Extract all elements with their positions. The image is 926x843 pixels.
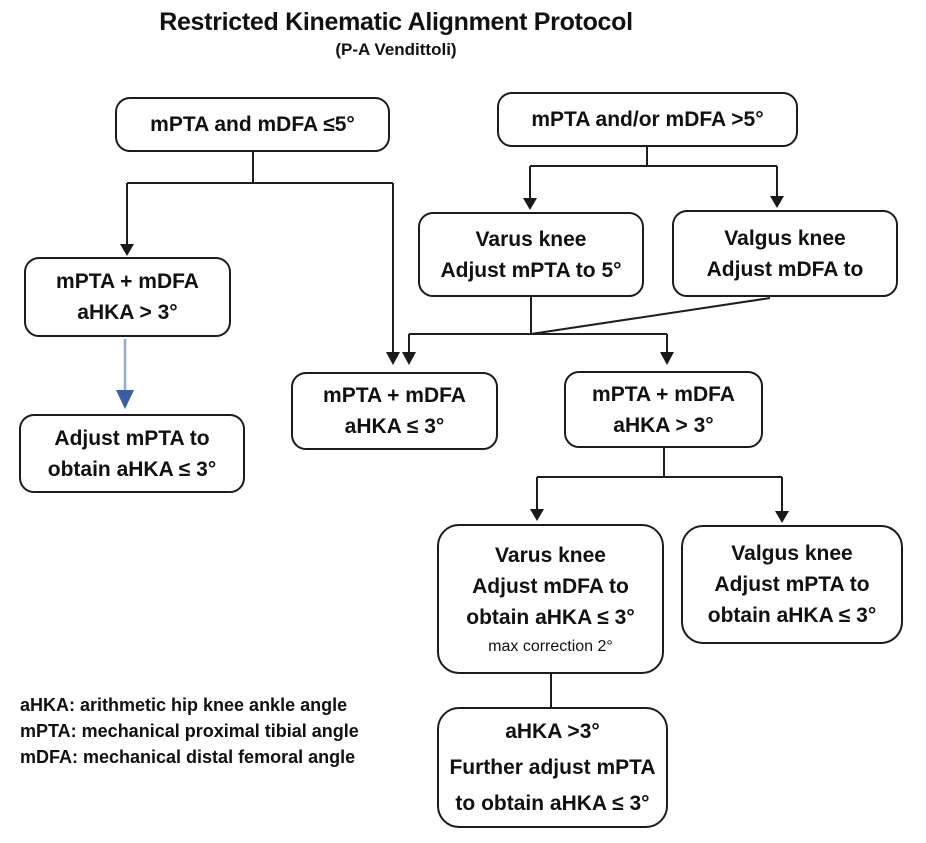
- node-ahka-le3-mid: mPTA + mDFA aHKA ≤ 3°: [291, 372, 498, 450]
- legend-line-mpta: mPTA: mechanical proximal tibial angle: [20, 721, 359, 741]
- page-title: Restricted Kinematic Alignment Protocol: [159, 8, 633, 36]
- node-text: aHKA >3°: [505, 719, 600, 743]
- node-mpta-and-mdfa-le5: mPTA and mDFA ≤5°: [115, 97, 390, 152]
- node-varus-knee-lower: Varus knee Adjust mDFA to obtain aHKA ≤ …: [437, 524, 664, 674]
- node-text: Adjust mPTA to 5°: [440, 258, 622, 282]
- node-text: mPTA + mDFA: [592, 382, 735, 406]
- title-block: Restricted Kinematic Alignment Protocol …: [0, 8, 792, 60]
- node-varus-knee-upper: Varus knee Adjust mPTA to 5°: [418, 212, 644, 297]
- blue-arrow: [116, 339, 134, 409]
- node-further-adjust-mpta: aHKA >3° Further adjust mPTA to obtain a…: [437, 707, 668, 828]
- connector-from-ahka-gt3-mid-box: [536, 448, 783, 512]
- node-text: Adjust mDFA to: [706, 257, 864, 281]
- node-text: aHKA > 3°: [613, 413, 714, 437]
- node-adjust-mpta-left: Adjust mPTA to obtain aHKA ≤ 3°: [19, 414, 245, 493]
- node-text: mPTA + mDFA: [56, 270, 199, 293]
- node-note: max correction 2°: [488, 638, 613, 655]
- node-ahka-gt3-mid: mPTA + mDFA aHKA > 3°: [564, 371, 763, 448]
- node-text: obtain aHKA ≤ 3°: [707, 604, 877, 627]
- node-text: obtain aHKA ≤ 3°: [47, 457, 217, 481]
- node-text: Varus knee: [495, 544, 606, 567]
- node-text: Adjust mDFA to: [472, 575, 629, 598]
- node-text: Further adjust mPTA: [449, 755, 656, 779]
- page-subtitle: (P-A Vendittoli): [335, 40, 457, 59]
- arrowhead-down-icon: [770, 196, 784, 208]
- connector-from-top-right-box: [529, 147, 778, 199]
- node-text: Valgus knee: [724, 226, 846, 250]
- node-ahka-gt3-left: mPTA + mDFA aHKA > 3°: [24, 257, 231, 337]
- node-text: Adjust mPTA to: [54, 426, 210, 450]
- node-mpta-or-mdfa-gt5: mPTA and/or mDFA >5°: [497, 92, 798, 147]
- arrowhead-down-icon: [402, 352, 416, 365]
- node-text: Adjust mPTA to: [714, 573, 870, 596]
- node-text: aHKA ≤ 3°: [344, 415, 445, 438]
- node-text: mPTA + mDFA: [323, 384, 466, 407]
- arrowhead-down-icon: [116, 390, 134, 409]
- node-valgus-knee-upper: Valgus knee Adjust mDFA to: [672, 210, 898, 297]
- legend-line-ahka: aHKA: arithmetic hip knee ankle angle: [20, 695, 348, 715]
- arrowhead-down-icon: [523, 198, 537, 210]
- connector-varus-valgus-junction: [408, 297, 771, 353]
- node-text: mPTA and mDFA ≤5°: [150, 113, 355, 136]
- abbreviation-legend: aHKA: arithmetic hip knee ankle angle mP…: [20, 692, 359, 770]
- node-valgus-knee-lower: Valgus knee Adjust mPTA to obtain aHKA ≤…: [681, 525, 903, 644]
- node-text: Valgus knee: [731, 542, 853, 565]
- arrowhead-down-icon: [386, 352, 400, 365]
- arrowhead-down-icon: [530, 509, 544, 521]
- node-text: aHKA > 3°: [77, 301, 178, 324]
- node-text: Varus knee: [475, 227, 587, 251]
- node-text: mPTA and/or mDFA >5°: [531, 108, 764, 131]
- arrowhead-down-icon: [120, 244, 134, 256]
- node-text: to obtain aHKA ≤ 3°: [455, 791, 650, 815]
- arrowhead-down-icon: [775, 511, 789, 523]
- node-text: obtain aHKA ≤ 3°: [466, 606, 635, 629]
- legend-line-mdfa: mDFA: mechanical distal femoral angle: [20, 747, 356, 767]
- arrowhead-down-icon: [660, 352, 674, 365]
